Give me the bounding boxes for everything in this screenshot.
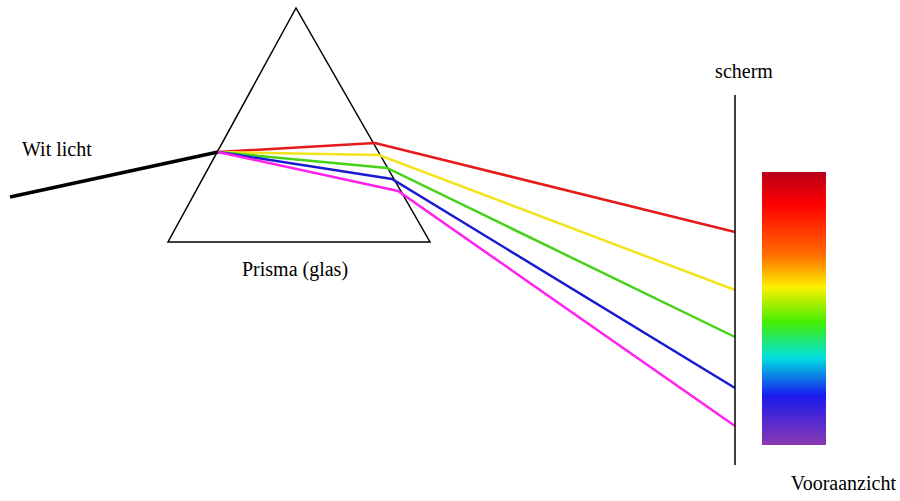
- prism-outline: [168, 8, 430, 242]
- red-ray: [218, 143, 735, 232]
- violet-ray: [218, 152, 735, 426]
- view-label: Vooraanzicht: [791, 472, 896, 495]
- spectrum-front-view: [762, 172, 826, 445]
- screen-line: [734, 95, 736, 465]
- screen-label: scherm: [715, 60, 773, 83]
- blue-ray: [218, 152, 735, 388]
- light-label: Wit licht: [22, 138, 92, 161]
- yellow-ray: [218, 152, 735, 290]
- prism-label: Prisma (glas): [242, 258, 348, 281]
